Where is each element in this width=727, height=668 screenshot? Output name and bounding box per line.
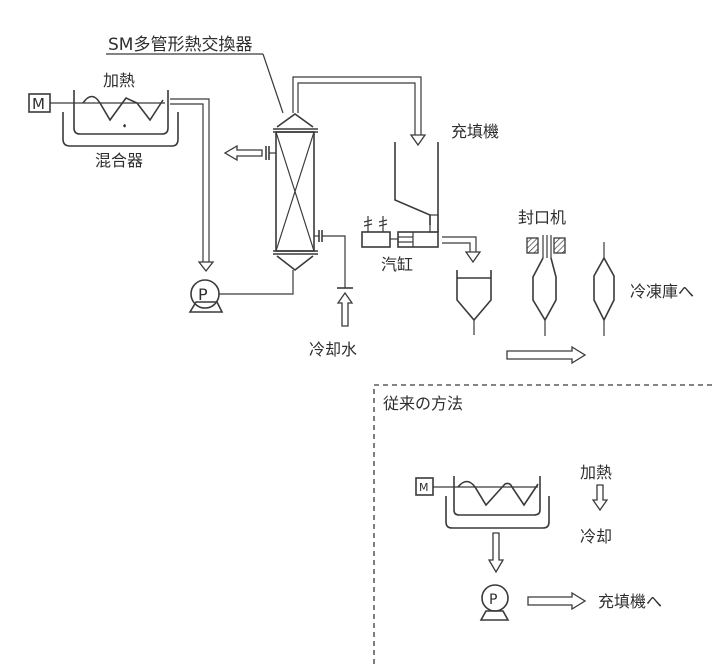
exchanger-leader-line — [262, 53, 284, 114]
conventional-title: 従来の方法 — [383, 394, 463, 413]
flow-arrow-icon — [197, 261, 215, 273]
freezer-label: 冷凍庫へ — [630, 282, 694, 301]
mixer-label: 混合器 — [95, 151, 143, 170]
step-heat-label: 加熱 — [580, 463, 612, 482]
pipe-mixer-to-pump — [170, 98, 210, 262]
step-cool-label: 冷却 — [580, 527, 612, 546]
conventional-method-box — [373, 384, 712, 664]
cooling-water-label: 冷却水 — [309, 340, 357, 359]
svg-text:P: P — [198, 285, 208, 304]
mixer-tank-icon — [50, 90, 179, 147]
pouch-icon — [593, 242, 615, 336]
cylinder-icon — [361, 216, 439, 248]
exchanger-label: SM多管形熱交換器 — [108, 35, 252, 55]
svg-text:M: M — [419, 481, 429, 494]
flow-arrow-icon — [527, 591, 587, 611]
mixer-tank-icon — [433, 476, 550, 529]
flow-arrow-icon — [487, 532, 505, 574]
filler-hopper-icon — [394, 142, 439, 233]
pipe-exchanger-to-filler — [292, 76, 422, 135]
filler-label: 充填機 — [451, 122, 499, 141]
heating-label: 加熱 — [103, 71, 135, 90]
pipe-cooling-water — [322, 235, 346, 288]
motor-icon: M — [28, 93, 51, 113]
flow-arrow-icon — [591, 484, 609, 512]
flow-arrow-icon — [336, 291, 354, 327]
svg-text:P: P — [489, 592, 497, 608]
flow-arrow-icon — [223, 144, 263, 162]
heat-exchanger-icon — [265, 113, 323, 272]
sealer-icon — [526, 235, 566, 258]
to-filler-label: 充填機へ — [598, 592, 662, 611]
svg-text:M: M — [32, 95, 45, 113]
sealer-label: 封口机 — [518, 208, 566, 227]
motor-icon: M — [415, 477, 434, 496]
pump-icon: P — [188, 279, 224, 313]
pump-icon: P — [479, 584, 510, 621]
flow-arrow-icon — [409, 134, 427, 147]
pipe-pump-to-exchanger — [219, 270, 294, 295]
flow-arrow-icon — [506, 345, 587, 365]
pouch-icon — [532, 257, 557, 322]
flow-arrow-icon — [464, 251, 482, 264]
cylinder-label: 汽缸 — [381, 255, 413, 274]
